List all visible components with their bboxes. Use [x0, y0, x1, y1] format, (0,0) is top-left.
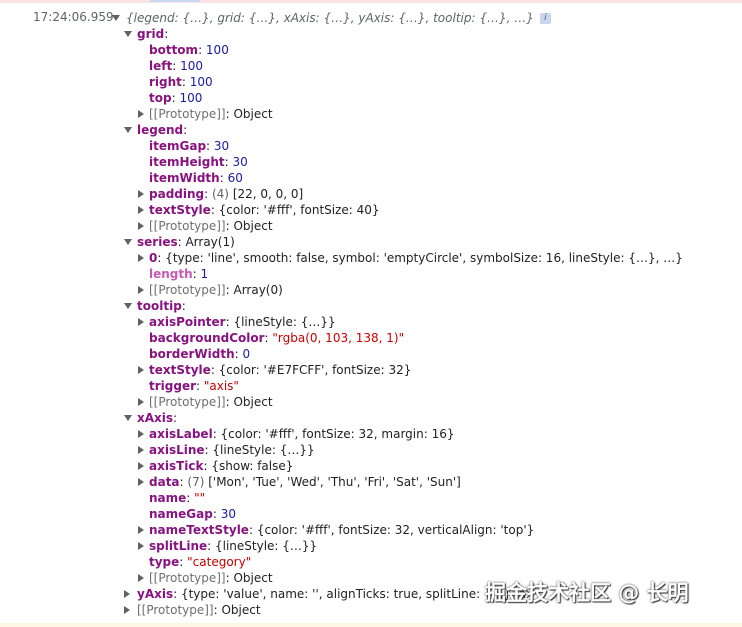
collapse-arrow-icon[interactable] [124, 590, 130, 598]
collapse-arrow-icon[interactable] [138, 222, 144, 230]
expand-arrow-icon[interactable] [124, 127, 132, 133]
expand-arrow-icon[interactable] [124, 239, 132, 245]
collapse-arrow-icon[interactable] [138, 206, 144, 214]
collapse-arrow-icon[interactable] [138, 462, 144, 470]
prop-row: top: 100 [149, 91, 203, 105]
prop-row: trigger: "axis" [149, 379, 239, 393]
prop-row: itemGap: 30 [149, 139, 230, 153]
collapse-arrow-icon[interactable] [138, 430, 144, 438]
prop-row: name: "" [149, 491, 206, 505]
collapse-arrow-icon[interactable] [138, 190, 144, 198]
info-icon[interactable]: i [539, 13, 551, 24]
prop-key: grid [137, 27, 165, 41]
prop-row: nameGap: 30 [149, 507, 236, 521]
collapse-arrow-icon[interactable] [138, 446, 144, 454]
expand-arrow-icon[interactable] [124, 415, 132, 421]
collapse-arrow-icon[interactable] [138, 574, 144, 582]
prop-row: itemHeight: 30 [149, 155, 248, 169]
prop-row: length: 1 [149, 267, 209, 281]
prop-row: itemWidth: 60 [149, 171, 243, 185]
collapse-arrow-icon[interactable] [138, 318, 144, 326]
watermark: 掘金技术社区 @ 长明 [485, 581, 689, 605]
prop-row: backgroundColor: "rgba(0, 103, 138, 1)" [149, 331, 405, 345]
prop-row: bottom: 100 [149, 43, 229, 57]
prop-row: right: 100 [149, 75, 213, 89]
prop-row: left: 100 [149, 59, 203, 73]
top-border-accent [150, 0, 200, 2]
prop-row: borderWidth: 0 [149, 347, 251, 361]
expand-arrow-icon[interactable] [124, 303, 132, 309]
collapse-arrow-icon[interactable] [138, 542, 144, 550]
expand-arrow-icon[interactable] [112, 15, 120, 21]
collapse-arrow-icon[interactable] [138, 110, 144, 118]
object-summary: {legend: {…}, grid: {…}, xAxis: {…}, yAx… [126, 11, 534, 25]
log-timestamp: 17:24:06.959 [33, 10, 114, 24]
bottom-border [0, 623, 742, 627]
collapse-arrow-icon[interactable] [138, 398, 144, 406]
expand-arrow-icon[interactable] [124, 31, 132, 37]
collapse-arrow-icon[interactable] [138, 478, 144, 486]
collapse-arrow-icon[interactable] [138, 286, 144, 294]
prop-row: type: "category" [149, 555, 252, 569]
top-border [0, 0, 742, 3]
collapse-arrow-icon[interactable] [124, 606, 130, 614]
collapse-arrow-icon[interactable] [138, 526, 144, 534]
collapse-arrow-icon[interactable] [138, 366, 144, 374]
collapse-arrow-icon[interactable] [138, 254, 144, 262]
